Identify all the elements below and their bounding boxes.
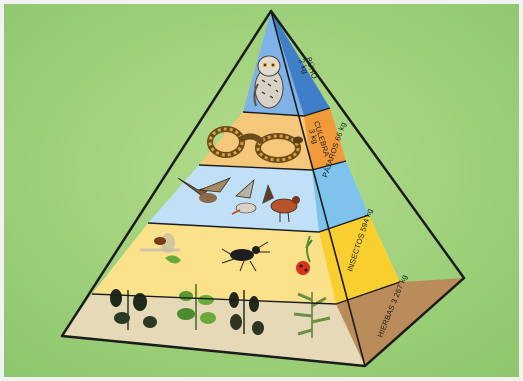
owl-icon xyxy=(254,56,283,108)
